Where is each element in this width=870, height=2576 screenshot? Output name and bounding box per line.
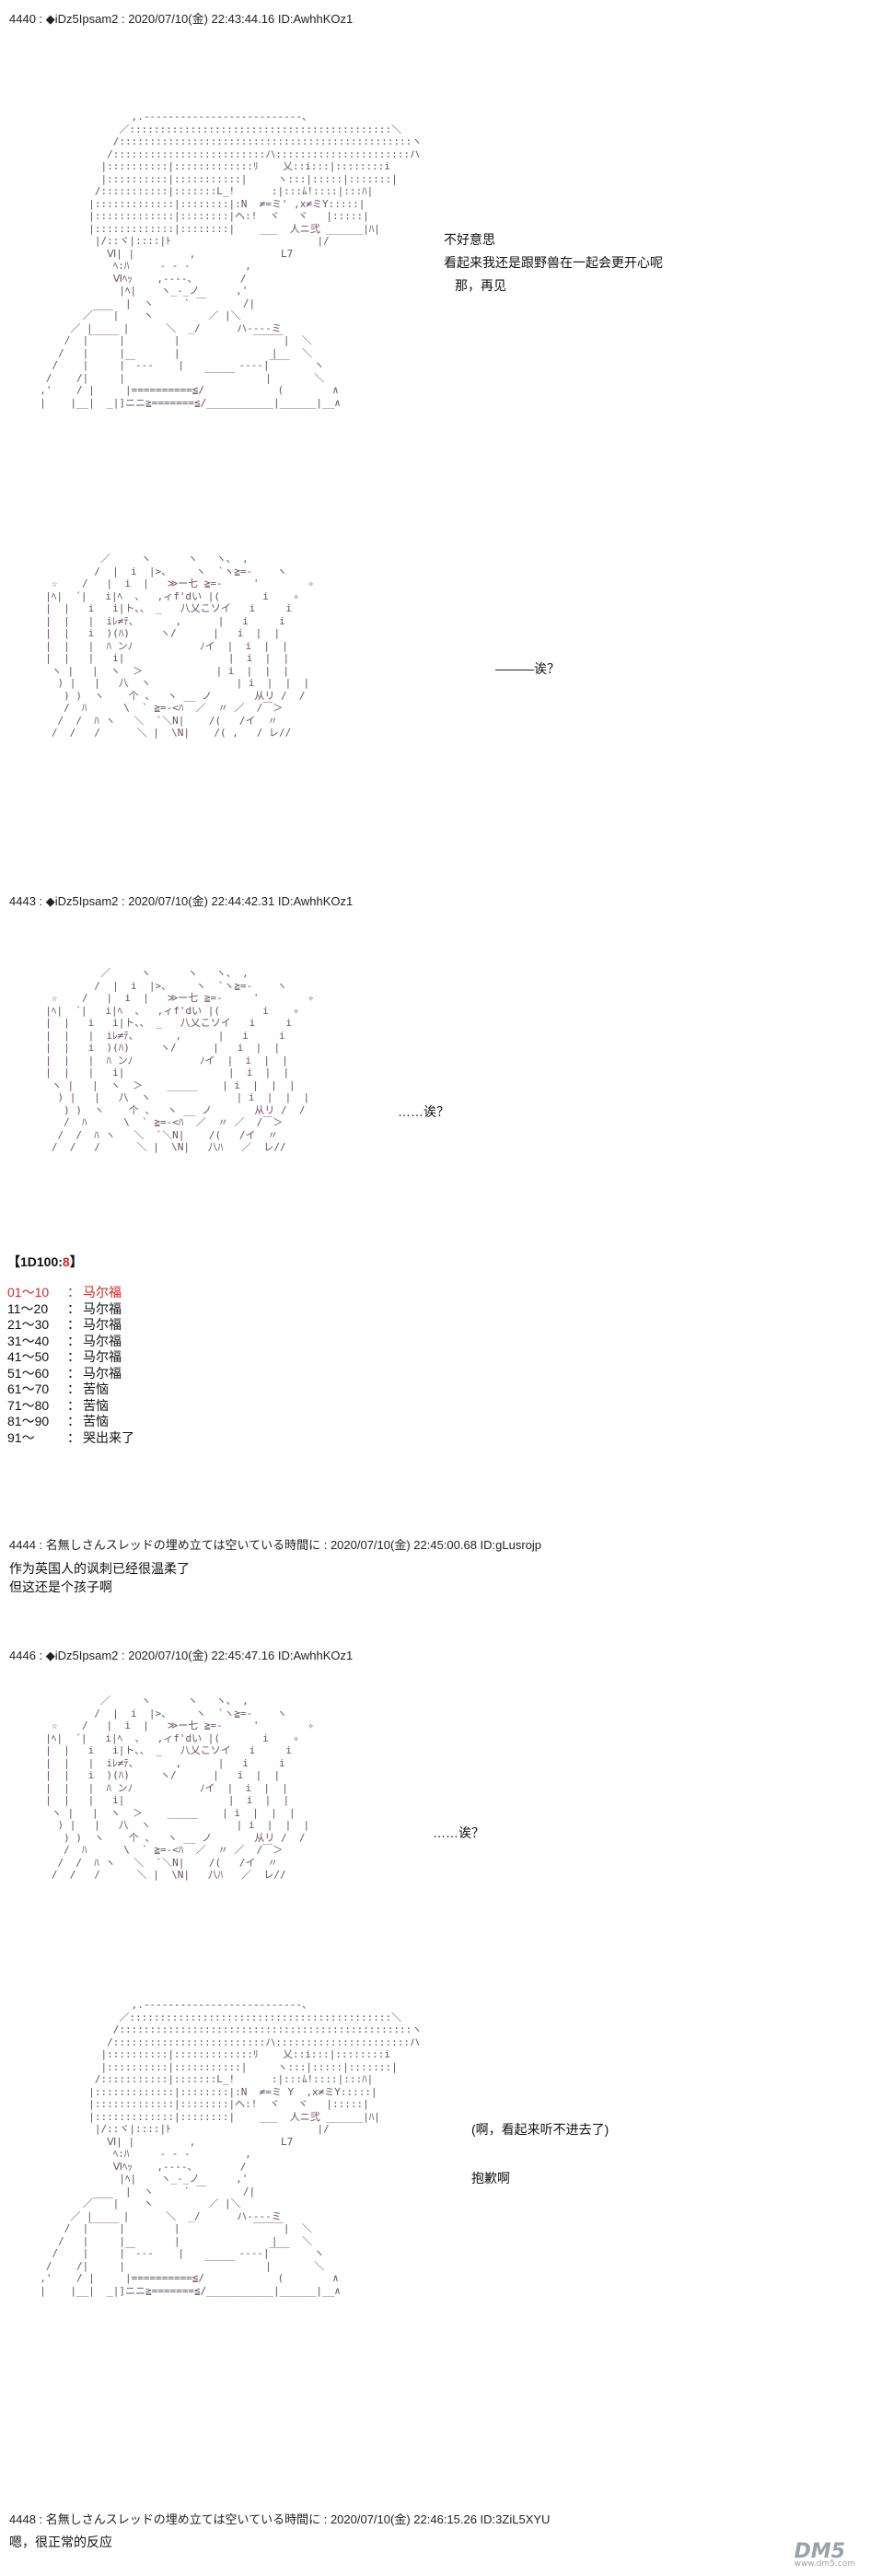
post-body-line: 嗯，很正常的反应	[9, 2535, 112, 2549]
watermark-main: DM5	[794, 2540, 846, 2563]
dice-row: 61～70 ：苦恼	[7, 1381, 134, 1398]
ascii-art-boy-2: ,.--------------------------、 ／:::::::::…	[40, 1999, 423, 2297]
dice-range: 31～40	[7, 1333, 50, 1348]
dice-result: 马尔福	[83, 1349, 122, 1364]
dice-sep: ：	[67, 1317, 80, 1332]
dice-sep: ：	[67, 1333, 80, 1348]
dice-sep: ：	[67, 1285, 80, 1300]
dice-row: 31～40 ：马尔福	[7, 1334, 134, 1350]
post-header-4444: 4444 : 名無しさんスレッドの埋め立ては空いている時間に : 2020/07…	[9, 1538, 542, 1552]
post-body-line: 作为英国人的讽刺已经很温柔了	[9, 1561, 190, 1576]
dice-result: 苦恼	[83, 1414, 109, 1428]
post-body-line: 但这还是个孩子啊	[9, 1579, 112, 1594]
dialogue-line: 看起来我还是跟野兽在一起会更开心呢	[444, 255, 663, 270]
dice-range: 11～20	[7, 1300, 49, 1316]
dice-row: 11～20 ：马尔福	[7, 1301, 134, 1318]
post-body: 作为英国人的讽刺已经很温柔了 但这还是个孩子啊	[9, 1559, 190, 1596]
ascii-art-girl-1: ／ ヽ ヽ ヽ、 , / | i |>、 ヽ `ヽ≧=- ヽ ☆ / | i |…	[45, 553, 315, 739]
post-header-4440: 4440 : ◆iDz5Ipsam2 : 2020/07/10(金) 22:43…	[9, 12, 354, 26]
dice-result: 苦恼	[83, 1397, 109, 1413]
dice-range: 91～	[7, 1429, 35, 1445]
dice-sep: ：	[67, 1349, 80, 1364]
dice-table: 01～10：马尔福 11～20：马尔福 21～30：马尔福 31～40：马尔福 …	[7, 1285, 134, 1446]
dice-range: 71～80	[7, 1397, 50, 1413]
dice-row: 81～90 ：苦恼	[7, 1414, 134, 1430]
post-header-4448: 4448 : 名無しさんスレッドの埋め立ては空いている時間に : 2020/07…	[9, 2512, 551, 2526]
dice-row: 51～60 ：马尔福	[7, 1366, 134, 1382]
dialogue-line: 不好意思	[444, 232, 495, 247]
dialogue-line: 那，再见	[455, 278, 506, 293]
dice-range: 51～60	[7, 1365, 50, 1381]
dice-row: 21～30 ：马尔福	[7, 1317, 134, 1334]
dice-row: 01～10 ：马尔福	[7, 1285, 134, 1301]
dice-range: 41～50	[7, 1349, 50, 1364]
dice-range: 01～10	[7, 1285, 50, 1300]
dice-sep: ：	[67, 1381, 80, 1396]
dice-row: 91～ ：哭出来了	[7, 1430, 134, 1447]
post-header-4446: 4446 : ◆iDz5Ipsam2 : 2020/07/10(金) 22:45…	[9, 1649, 354, 1662]
dice-result: 马尔福	[83, 1365, 122, 1381]
dice-result: 哭出来了	[83, 1429, 134, 1445]
dice-result: 马尔福	[83, 1333, 122, 1348]
dice-result: 马尔福	[83, 1285, 122, 1300]
dice-range: 81～90	[7, 1414, 50, 1428]
dice-roll-title: 【1D100:8】	[7, 1253, 83, 1271]
dice-row: 41～50 ：马尔福	[7, 1349, 134, 1366]
dialogue-line: ……诶？	[398, 1104, 449, 1119]
dice-sep: ：	[67, 1429, 80, 1445]
dice-result: 马尔福	[83, 1317, 122, 1332]
dice-range: 61～70	[7, 1381, 50, 1396]
ascii-art-girl-2: ／ ヽ ヽ ヽ、 , / | i |>、 ヽ `ヽ≧=- ヽ ☆ / | i |…	[45, 967, 315, 1153]
dice-range: 21～30	[7, 1317, 50, 1332]
post-body: 嗯，很正常的反应	[9, 2533, 112, 2551]
watermark-sub: www.dm5.com	[794, 2559, 855, 2569]
ascii-art-boy-1: ,.--------------------------、 ／:::::::::…	[40, 111, 423, 409]
dice-sep: ：	[67, 1414, 80, 1428]
post-header-4443: 4443 : ◆iDz5Ipsam2 : 2020/07/10(金) 22:44…	[9, 894, 354, 908]
dialogue-line: (啊，看起来听不进去了)	[471, 2122, 609, 2137]
site-watermark: DM5 www.dm5.com	[795, 2540, 855, 2569]
dialogue-line: 抱歉啊	[471, 2171, 510, 2186]
dialogue-line: ———诶？	[495, 661, 560, 676]
dialogue-line: ……诶？	[433, 1825, 484, 1840]
dice-title-suffix: 】	[69, 1254, 83, 1269]
dice-sep: ：	[67, 1300, 80, 1316]
dice-title-prefix: 【1D100:	[7, 1254, 63, 1269]
dice-sep: ：	[67, 1365, 80, 1381]
dice-sep: ：	[67, 1397, 80, 1413]
dice-result: 马尔福	[83, 1300, 122, 1316]
ascii-art-girl-3: ／ ヽ ヽ ヽ、 , / | i |>、 ヽ `ヽ≧=- ヽ ☆ / | i |…	[45, 1695, 315, 1881]
dice-row: 71～80 ：苦恼	[7, 1398, 134, 1415]
dice-result: 苦恼	[83, 1381, 109, 1396]
dice-roll-value: 8	[62, 1254, 70, 1269]
